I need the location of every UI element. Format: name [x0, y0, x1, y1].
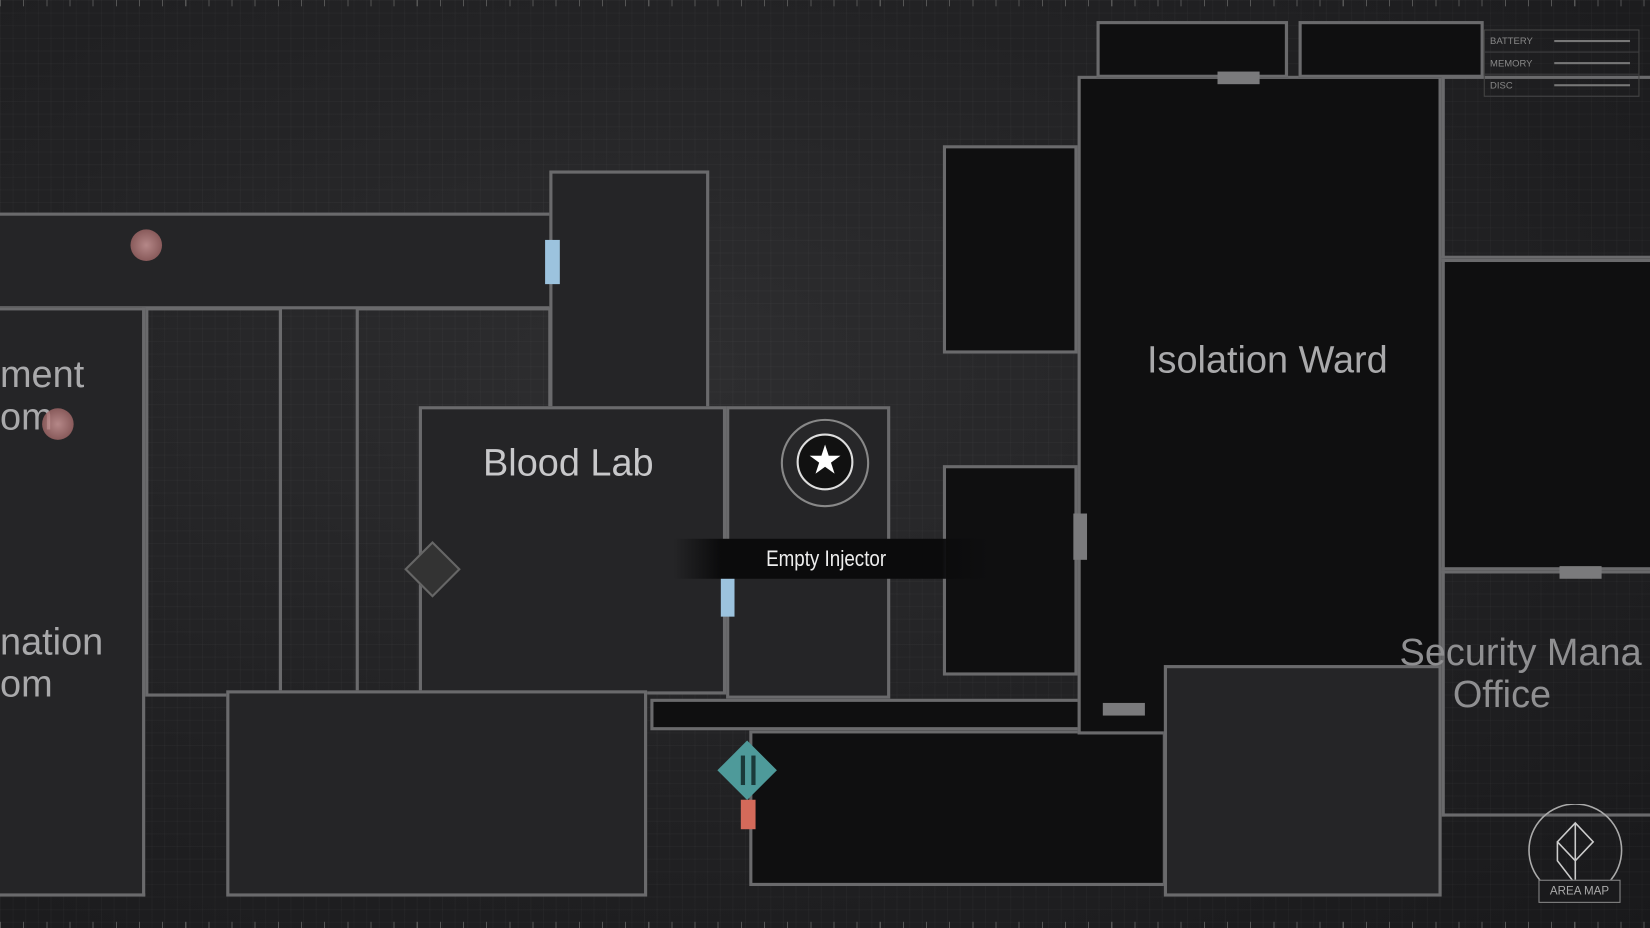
- room-right-mid: [1441, 258, 1650, 571]
- status-battery: BATTERY: [1484, 31, 1639, 53]
- room-label-blood-lab: Blood Lab: [483, 440, 654, 485]
- top-ruler: [0, 0, 1650, 7]
- item-tooltip: Empty Injector: [673, 538, 990, 579]
- save-icon-bar: [751, 755, 756, 786]
- label-line: Security Mana: [1399, 630, 1642, 674]
- herb-icon[interactable]: [42, 408, 74, 440]
- room-lower: [226, 690, 648, 897]
- status-label: DISC: [1490, 79, 1513, 91]
- room-lower-right: [1163, 665, 1442, 897]
- room-lower-dark: [749, 730, 1166, 887]
- room-left: [0, 307, 146, 897]
- status-label: BATTERY: [1490, 35, 1533, 47]
- herb-icon[interactable]: [130, 229, 163, 261]
- corridor-top: [0, 212, 556, 310]
- player-marker: [740, 799, 756, 830]
- bottom-ruler: [0, 921, 1650, 928]
- room-right-top: [1441, 75, 1650, 259]
- door[interactable]: [720, 572, 735, 617]
- objective-marker[interactable]: ★: [780, 418, 870, 508]
- area-map-button[interactable]: AREA MAP: [1526, 803, 1625, 903]
- room-upper-lab: [549, 170, 710, 413]
- door[interactable]: [545, 239, 560, 285]
- label-line: ment: [0, 352, 85, 396]
- corridor-left: [145, 307, 283, 697]
- label-line: om: [0, 661, 53, 706]
- status-label: MEMORY: [1490, 57, 1533, 69]
- corridor-lower: [650, 698, 1082, 731]
- status-panel: BATTERY MEMORY DISC: [1483, 29, 1640, 97]
- star-icon: ★: [796, 433, 854, 491]
- door-locked[interactable]: [1102, 702, 1145, 716]
- status-memory: MEMORY: [1484, 53, 1639, 75]
- door-locked[interactable]: [1217, 71, 1260, 85]
- room-label-isolation-ward: Isolation Ward: [1147, 337, 1388, 381]
- label-line: nation: [0, 619, 104, 663]
- status-bar: [1554, 84, 1631, 87]
- area-map-label: AREA MAP: [1538, 879, 1621, 903]
- door-locked[interactable]: [1073, 513, 1088, 560]
- save-icon-bar: [740, 755, 746, 786]
- status-disc: DISC: [1484, 75, 1639, 97]
- room-top-1: [1096, 21, 1289, 78]
- room-top-2: [1298, 21, 1484, 78]
- status-bar: [1554, 62, 1631, 65]
- room-cell-1: [942, 145, 1078, 354]
- status-bar: [1554, 39, 1631, 43]
- label-line: Office: [1452, 672, 1552, 716]
- tooltip-text: Empty Injector: [766, 547, 887, 572]
- room-isolation-ward[interactable]: [1077, 75, 1442, 735]
- door-locked[interactable]: [1559, 566, 1602, 579]
